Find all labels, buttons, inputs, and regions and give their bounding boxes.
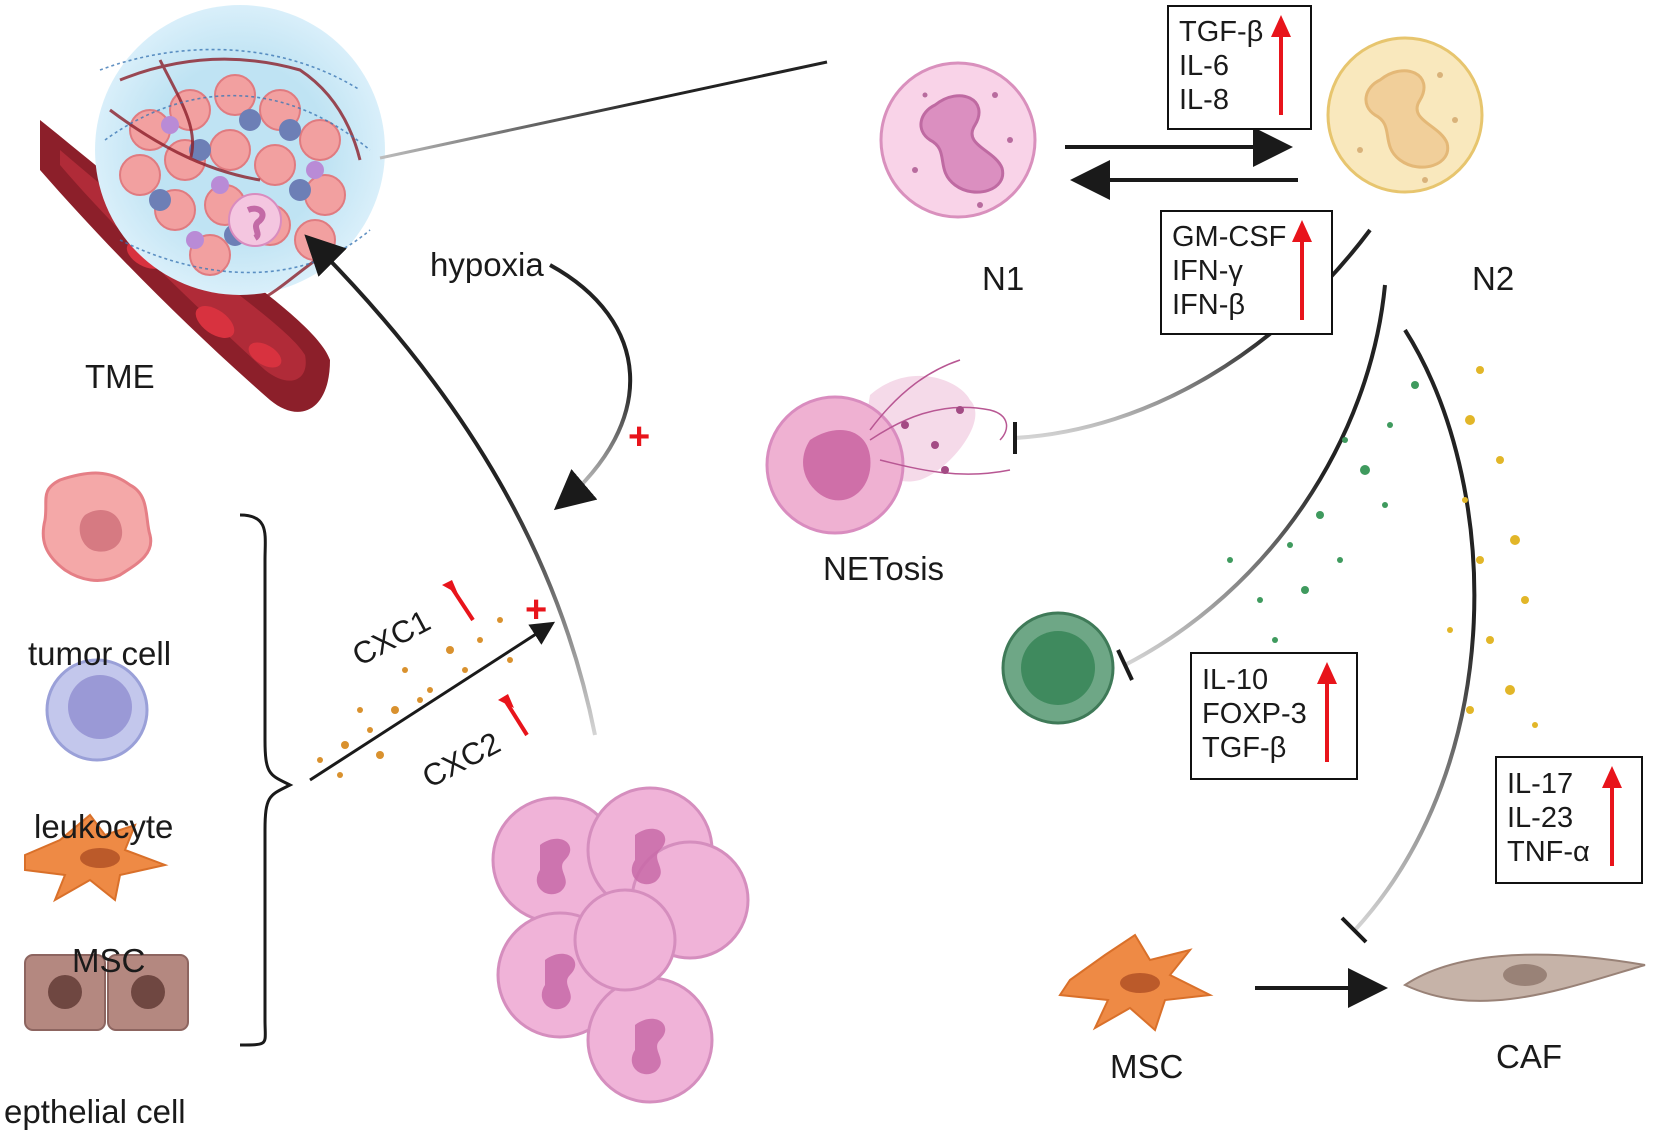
msc-right-icon	[1058, 933, 1214, 1032]
msc-left-label: MSC	[72, 942, 146, 979]
neutrophil-cluster-icon	[491, 786, 750, 1104]
cytokine-item: TGF-β	[1179, 16, 1264, 48]
n2-to-n1-cytokine-box: GM-CSF IFN-γ IFN-β	[1160, 210, 1333, 335]
n2-label: N2	[1472, 260, 1515, 297]
netosis-icon	[765, 359, 1011, 535]
msc-right-label: MSC	[1110, 1048, 1184, 1085]
epithelial-cell-icon	[24, 954, 189, 1031]
recruitment-arrow	[304, 234, 597, 736]
cytokine-item: IL-10	[1202, 664, 1269, 696]
chemokine-plus-sign: +	[525, 589, 548, 631]
increase-up-arrow	[1602, 766, 1622, 866]
caf-label: CAF	[1496, 1038, 1562, 1075]
cytokine-item: TNF-α	[1507, 836, 1590, 868]
netosis-label: NETosis	[823, 550, 945, 587]
caf-particles	[1447, 366, 1538, 728]
cytokine-item: IL-17	[1507, 768, 1574, 800]
grouping-brace	[239, 513, 294, 1047]
chemokine-arrow	[309, 621, 556, 782]
cytokine-item: IL-8	[1179, 84, 1229, 116]
increase-up-arrow	[1271, 15, 1291, 115]
n1-label: N1	[982, 260, 1025, 297]
hypoxia-arrow	[549, 263, 633, 511]
cytokine-item: IL-23	[1507, 802, 1574, 834]
caf-cell-icon	[1402, 953, 1646, 1002]
treg-cytokine-box: IL-10 FOXP-3 TGF-β	[1190, 652, 1358, 780]
n2-inhibits-treg-arc	[1124, 284, 1387, 667]
tumor-cell-icon	[41, 471, 153, 582]
treg-cell-icon	[1001, 611, 1115, 725]
hypoxia-plus-sign: +	[628, 416, 651, 458]
increase-up-arrow	[1292, 220, 1312, 320]
n2-neutrophil-icon	[1326, 36, 1484, 194]
cytokine-item: TGF-β	[1202, 732, 1287, 764]
n1-to-n2-cytokine-box: TGF-β IL-6 IL-8	[1167, 5, 1312, 130]
cxc2-up-arrow	[503, 698, 529, 737]
treg-particles	[1227, 381, 1419, 643]
tme-label: TME	[85, 358, 155, 395]
n2-inhibits-caf-arc	[1353, 328, 1477, 932]
cytokine-item: IFN-γ	[1172, 255, 1243, 287]
tumor-cell-label: tumor cell	[28, 635, 172, 672]
tme-to-n1-line-top	[379, 60, 828, 160]
hypoxia-label: hypoxia	[430, 246, 544, 283]
cytokine-item: GM-CSF	[1172, 221, 1287, 253]
tme-illustration	[40, 5, 385, 412]
cytokine-item: IL-6	[1179, 50, 1229, 82]
msc-left-icon	[24, 813, 169, 903]
cytokine-item: FOXP-3	[1202, 698, 1307, 730]
epithelial-cell-label: epthelial cell	[4, 1093, 186, 1130]
caf-cytokine-box: IL-17 IL-23 TNF-α	[1495, 756, 1643, 884]
cytokine-item: IFN-β	[1172, 289, 1246, 321]
chemokine-particles	[317, 617, 513, 778]
n1-neutrophil-icon	[879, 61, 1037, 219]
leukocyte-label: leukocyte	[34, 808, 174, 845]
leukocyte-icon	[45, 658, 149, 762]
increase-up-arrow	[1317, 662, 1337, 762]
